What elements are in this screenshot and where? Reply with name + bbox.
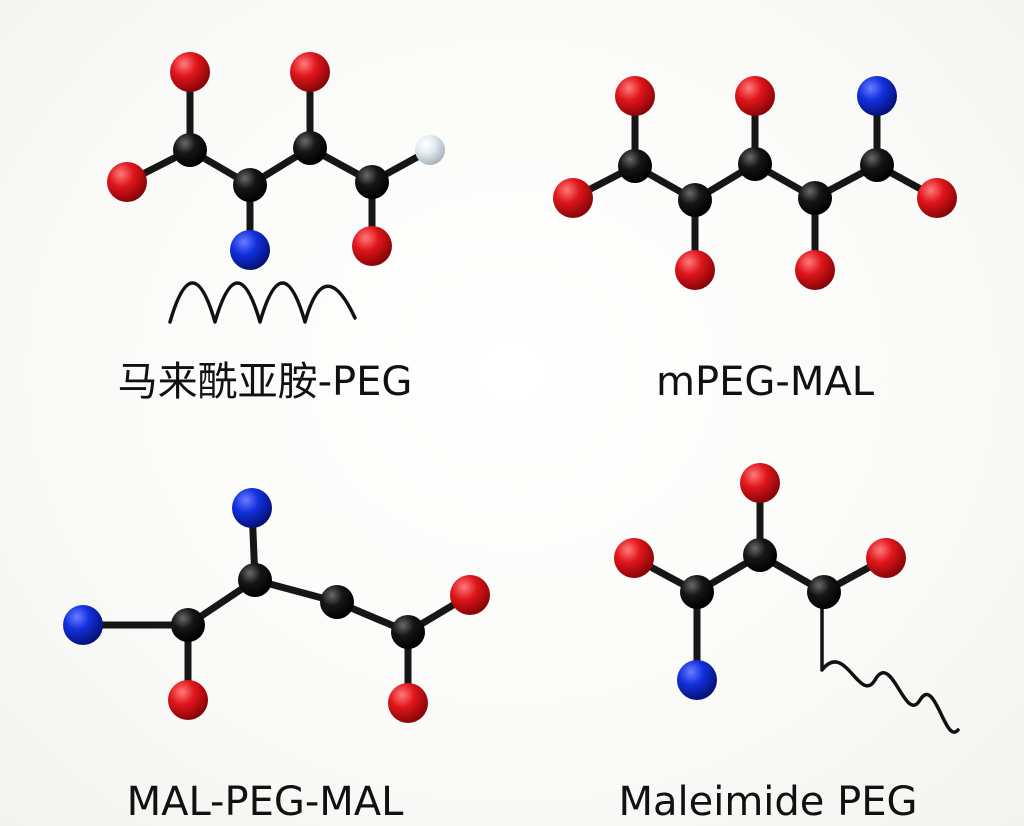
molecule-label-1: 马来酰亚胺-PEG: [117, 359, 413, 405]
carbon-atom: [293, 131, 327, 165]
nitrogen-atom: [230, 230, 270, 270]
carbon-atom: [320, 585, 354, 619]
molecule-3: [63, 488, 490, 723]
carbon-atom: [807, 575, 841, 609]
molecule-label-3: MAL-PEG-MAL: [126, 779, 404, 825]
carbon-atom: [238, 563, 272, 597]
peg-chain: [168, 281, 357, 324]
carbon-atom: [680, 575, 714, 609]
carbon-atom: [738, 147, 772, 181]
hydrogen-atom: [415, 135, 445, 165]
oxygen-atom: [795, 250, 835, 290]
carbon-atom: [678, 183, 712, 217]
molecule-4: [614, 463, 960, 734]
oxygen-atom: [290, 52, 330, 92]
carbon-atom: [618, 149, 652, 183]
peg-chain: [820, 590, 960, 734]
oxygen-atom: [170, 52, 210, 92]
oxygen-atom: [917, 178, 957, 218]
oxygen-atom: [388, 683, 428, 723]
carbon-atom: [171, 608, 205, 642]
carbon-atom: [798, 181, 832, 215]
carbon-atom: [743, 538, 777, 572]
molecule-label-4: Maleimide PEG: [618, 779, 918, 825]
oxygen-atom: [740, 463, 780, 503]
oxygen-atom: [675, 250, 715, 290]
nitrogen-atom: [857, 76, 897, 116]
molecule-1: [107, 52, 445, 324]
carbon-atom: [233, 168, 267, 202]
nitrogen-atom: [677, 660, 717, 700]
oxygen-atom: [352, 226, 392, 266]
oxygen-atom: [615, 76, 655, 116]
molecule-2: [553, 76, 957, 290]
oxygen-atom: [450, 575, 490, 615]
nitrogen-atom: [232, 488, 272, 528]
carbon-atom: [173, 133, 207, 167]
oxygen-atom: [168, 680, 208, 720]
molecule-label-2: mPEG-MAL: [656, 359, 874, 405]
oxygen-atom: [614, 538, 654, 578]
oxygen-atom: [553, 178, 593, 218]
nitrogen-atom: [63, 605, 103, 645]
carbon-atom: [391, 615, 425, 649]
carbon-atom: [355, 165, 389, 199]
oxygen-atom: [866, 538, 906, 578]
carbon-atom: [860, 148, 894, 182]
oxygen-atom: [107, 162, 147, 202]
oxygen-atom: [735, 76, 775, 116]
